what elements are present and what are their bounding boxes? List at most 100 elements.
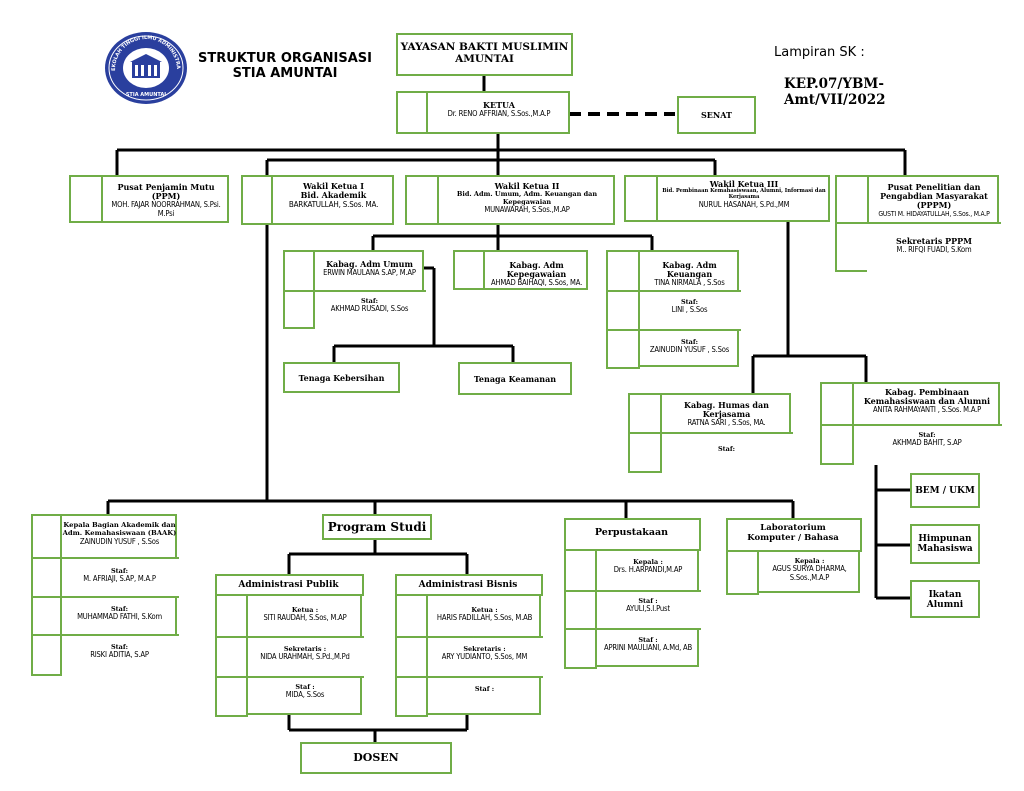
humas-divider — [662, 432, 793, 473]
baak-photo-cell — [31, 514, 62, 559]
perpus-staf1-photo-cell — [564, 590, 597, 630]
baak-staf2-text: Staf: MUHAMMAD FATHI, S.Kom — [62, 605, 177, 622]
pppm-name: GUSTI M. HIDAYATULLAH, S.Sos., M.A.P — [878, 209, 990, 218]
ketua-box: KETUA Dr. RENO AFFRIAN, S.Sos.,M.A.P — [396, 91, 570, 134]
pppm-box: Pusat Penelitian dan Pengabdian Masyarak… — [835, 175, 1001, 272]
adm-kepeg-name: AHMAD BAIHAQI, S.Sos, MA. — [490, 278, 583, 288]
yayasan-title: YAYASAN BAKTI MUSLIMIN AMUNTAI — [398, 41, 571, 65]
waket1-text: Wakil Ketua I Bid. Akademik BARKATULLAH,… — [273, 181, 394, 210]
perpus-staf2-label: Staf : — [638, 636, 658, 644]
baak-staf2-photo-cell — [31, 596, 62, 636]
waket1-title-line2: Bid. Akademik — [300, 190, 367, 201]
adm-keu-staf1-text: Staf: LINI , S.Sos — [640, 298, 739, 315]
waket3-box: Wakil Ketua III Bid. Pembinaan Kemahasis… — [624, 175, 830, 222]
ab-ketua-label: Ketua : — [471, 606, 498, 614]
ap-ketua-name: SITI RAUDAH, S.Sos, M.AP — [263, 613, 347, 623]
adm-keu-staf2-photo-cell — [606, 329, 640, 369]
lab-kepala-line1: AGUS SURYA DHARMA, — [772, 564, 847, 574]
baak-staf1-text: Staf: M. AFRIAJI, S.AP, M.A.P — [62, 567, 177, 584]
himpunan-line2: Mahasiswa — [917, 544, 973, 555]
pembinaan-title-line1: Kabag. Pembinaan — [884, 387, 970, 397]
waket2-box: Wakil Ketua II Bid. Adm. Umum, Adm. Keua… — [405, 175, 615, 225]
dosen-box: DOSEN — [300, 742, 452, 774]
adm-keu-staf2-label: Staf: — [680, 338, 699, 346]
sk-number: KEP.07/YBM-Amt/VII/2022 — [784, 76, 886, 108]
ab-title: Administrasi Bisnis — [418, 580, 518, 590]
perpus-header-cell — [564, 518, 701, 551]
ab-divider — [428, 636, 543, 678]
keamanan-title: Tenaga Keamanan — [473, 374, 557, 384]
baak-title-line1: Kepala Bagian Akademik dan — [63, 521, 176, 529]
ikatan-line2: Alumni — [926, 600, 964, 611]
ap-sek-label: Sekretaris : — [283, 645, 327, 653]
ab-staf-text: Staf : — [428, 685, 541, 693]
pembinaan-box: Kabag. Pembinaan Kemahasiswaan dan Alumn… — [820, 382, 1002, 465]
lab-header-cell — [726, 518, 862, 552]
perpus-box: Perpustakaan Kepala : Drs. H.ARPANDI,M.A… — [564, 518, 701, 669]
ap-title: Administrasi Publik — [238, 580, 339, 590]
stia-logo: SEKOLAH TINGGI ILMU ADMINISTRASI STIA AM… — [101, 26, 189, 106]
pembinaan-staf-photo-cell — [820, 424, 854, 465]
perpus-kepala-text: Kepala : Drs. H.ARPANDI,M.AP — [597, 558, 699, 575]
himpunan-line1: Himpunan — [918, 534, 972, 544]
page-title-line1: STRUKTUR ORGANISASI — [198, 51, 372, 66]
perpus-staf2-photo-cell — [564, 628, 597, 669]
baak-divider-2 — [62, 634, 179, 676]
pembinaan-title-line2: Kemahasiswaan dan Alumni — [863, 396, 991, 407]
baak-staf1-photo-cell — [31, 557, 62, 598]
baak-staf2-label: Staf: — [110, 605, 129, 613]
bem-title: BEM / UKM — [915, 486, 975, 496]
ab-sek-photo-cell — [395, 636, 428, 678]
adm-kepeg-box: Kabag. Adm Kepegawaian AHMAD BAIHAQI, S.… — [453, 250, 588, 290]
adm-keu-box: Kabag. Adm Keuangan TINA NIRMALA , S.Sos… — [606, 250, 741, 369]
humas-box: Kabag. Humas dan Kerjasama RATNA SARI , … — [628, 393, 793, 473]
adm-umum-photo-cell — [283, 250, 315, 292]
pembinaan-staf-label: Staf: — [918, 431, 936, 439]
bem-box: BEM / UKM — [910, 473, 980, 508]
ap-sek-name: NIDA URAHMAH, S.Pd.,M.Pd — [260, 652, 350, 662]
ab-ketua-text: Ketua : HARIS FADILLAH, S.Sos, M.AB — [428, 606, 541, 623]
perpus-title: Perpustakaan — [594, 527, 669, 538]
lab-kepala-line2: S.Sos.,M.A.P — [789, 573, 830, 583]
pembinaan-divider — [854, 424, 1002, 465]
yayasan-box: YAYASAN BAKTI MUSLIMIN AMUNTAI — [396, 33, 573, 76]
pppm-sek-name: M.. RIFQI FUADI, S.Kom — [896, 245, 972, 255]
perpus-staf1-label: Staf : — [638, 597, 658, 605]
humas-text: Kabag. Humas dan Kerjasama RATNA SARI , … — [662, 400, 791, 428]
baak-box: Kepala Bagian Akademik dan Adm. Kemahasi… — [31, 514, 179, 676]
logo-bottom-text: STIA AMUNTAI — [126, 92, 166, 98]
lab-kepala-photo-cell — [726, 550, 759, 595]
adm-keu-name: TINA NIRMALA , S.Sos — [654, 278, 725, 288]
pembinaan-text: Kabag. Pembinaan Kemahasiswaan dan Alumn… — [854, 387, 1000, 415]
ketua-name: Dr. RENO AFFRIAN, S.Sos.,M.A.P — [447, 109, 551, 119]
adm-keu-staf1-name: LINI , S.Sos — [671, 305, 708, 315]
waket1-photo-cell — [241, 175, 273, 225]
adm-umum-staf-text: Staf: AKHMAD RUSADI, S.Sos — [315, 297, 424, 314]
ap-ketua-label: Ketua : — [291, 606, 319, 614]
humas-name: RATNA SARI , S.Sos, MA. — [687, 418, 766, 428]
ikatan-line1: Ikatan — [928, 590, 962, 600]
baak-staf1-label: Staf: — [110, 567, 129, 575]
ap-sek-photo-cell — [215, 636, 248, 678]
baak-name: ZAINUDIN YUSUF , S.Sos — [79, 536, 160, 546]
ab-ketua-name: HARIS FADILLAH, S.Sos, M.AB — [436, 613, 533, 623]
adm-keu-text: Kabag. Adm Keuangan TINA NIRMALA , S.Sos — [640, 260, 739, 288]
pppm-sek-title: Sekretaris PPPM — [895, 236, 973, 246]
adm-kepeg-title: Kabag. Adm Kepegawaian — [506, 260, 567, 280]
lab-title-line1: Laboratorium — [760, 523, 826, 533]
ppm-box: Pusat Penjamin Mutu (PPM) MOH. FAJAR NOO… — [69, 175, 229, 223]
humas-title: Kabag. Humas dan Kerjasama — [684, 400, 769, 420]
baak-staf3-text: Staf: RISKI ADITIA, S.AP — [62, 643, 177, 660]
adm-umum-title: Kabag. Adm Umum — [326, 259, 413, 269]
lab-title-line2: Komputer / Bahasa — [747, 532, 839, 543]
ab-ketua-photo-cell — [395, 594, 428, 638]
baak-staf3-name: RISKI ADITIA, S.AP — [90, 650, 149, 660]
ap-ketua-text: Ketua : SITI RAUDAH, S.Sos, M.AP — [248, 606, 362, 623]
adm-keu-staf1-photo-cell — [606, 290, 640, 331]
adm-keu-divider — [640, 290, 741, 331]
ppm-name-line2: M.Psi — [157, 209, 175, 219]
perpus-staf2-text: Staf : APRINI MAULIANI, A.Md, AB — [597, 636, 699, 653]
page-title: STRUKTUR ORGANISASI STIA AMUNTAI — [190, 51, 380, 82]
perpus-staf2-name: APRINI MAULIANI, A.Md, AB — [603, 643, 692, 653]
ab-header-cell — [395, 574, 543, 596]
